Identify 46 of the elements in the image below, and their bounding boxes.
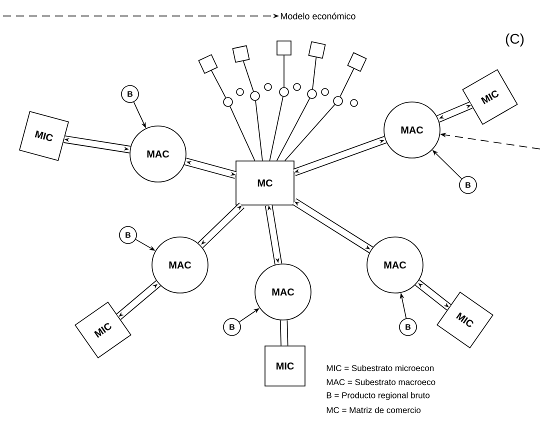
legend-entry: MAC = Subestrato macroeco: [326, 378, 436, 386]
small-box: [232, 45, 250, 63]
double-connector: [264, 204, 282, 265]
small-circle: [333, 96, 343, 106]
small-box: [198, 54, 218, 74]
panel-letter: (C): [506, 33, 524, 47]
double-connector: [184, 158, 237, 179]
small-circle: [350, 99, 358, 107]
double-connector: [293, 136, 387, 176]
connector: [230, 106, 256, 161]
double-connector: [436, 102, 473, 122]
micro-box: MIC: [436, 292, 494, 348]
micro-box: MIC: [462, 69, 518, 125]
small-box: [308, 41, 326, 59]
micro-box: MIC: [264, 346, 306, 386]
small-box: [276, 40, 292, 56]
double-connector: [64, 135, 131, 154]
small-circle: [279, 87, 289, 97]
connector: [340, 68, 354, 97]
matrix-box: MC: [236, 160, 294, 206]
double-connector: [280, 320, 288, 346]
connector: [276, 98, 310, 161]
small-circle: [321, 88, 329, 96]
double-connector: [116, 280, 161, 320]
connector: [255, 100, 263, 161]
legend-entry: B = Producto regional bruto: [326, 392, 430, 400]
node-label: Modelo económico: [280, 12, 356, 20]
connector: [312, 57, 317, 90]
small-circle: [307, 89, 317, 99]
double-connector: [292, 198, 374, 254]
small-circle: [236, 88, 244, 96]
small-circle: [250, 91, 260, 101]
small-circle: [223, 97, 233, 107]
connector: [242, 60, 254, 92]
legend-entry: MIC = Subestrato microecon: [326, 364, 434, 372]
double-connector: [198, 202, 244, 248]
double-connector: [414, 280, 452, 310]
legend-entry: MC = Matriz de comercio: [326, 406, 421, 414]
small-circle: [293, 83, 301, 91]
micro-box: MIC: [19, 111, 69, 161]
connector: [269, 96, 284, 161]
connector: [284, 104, 336, 161]
small-circle: [264, 83, 272, 91]
connector: [211, 70, 226, 98]
small-box: [347, 52, 367, 72]
micro-box: MIC: [74, 302, 132, 358]
